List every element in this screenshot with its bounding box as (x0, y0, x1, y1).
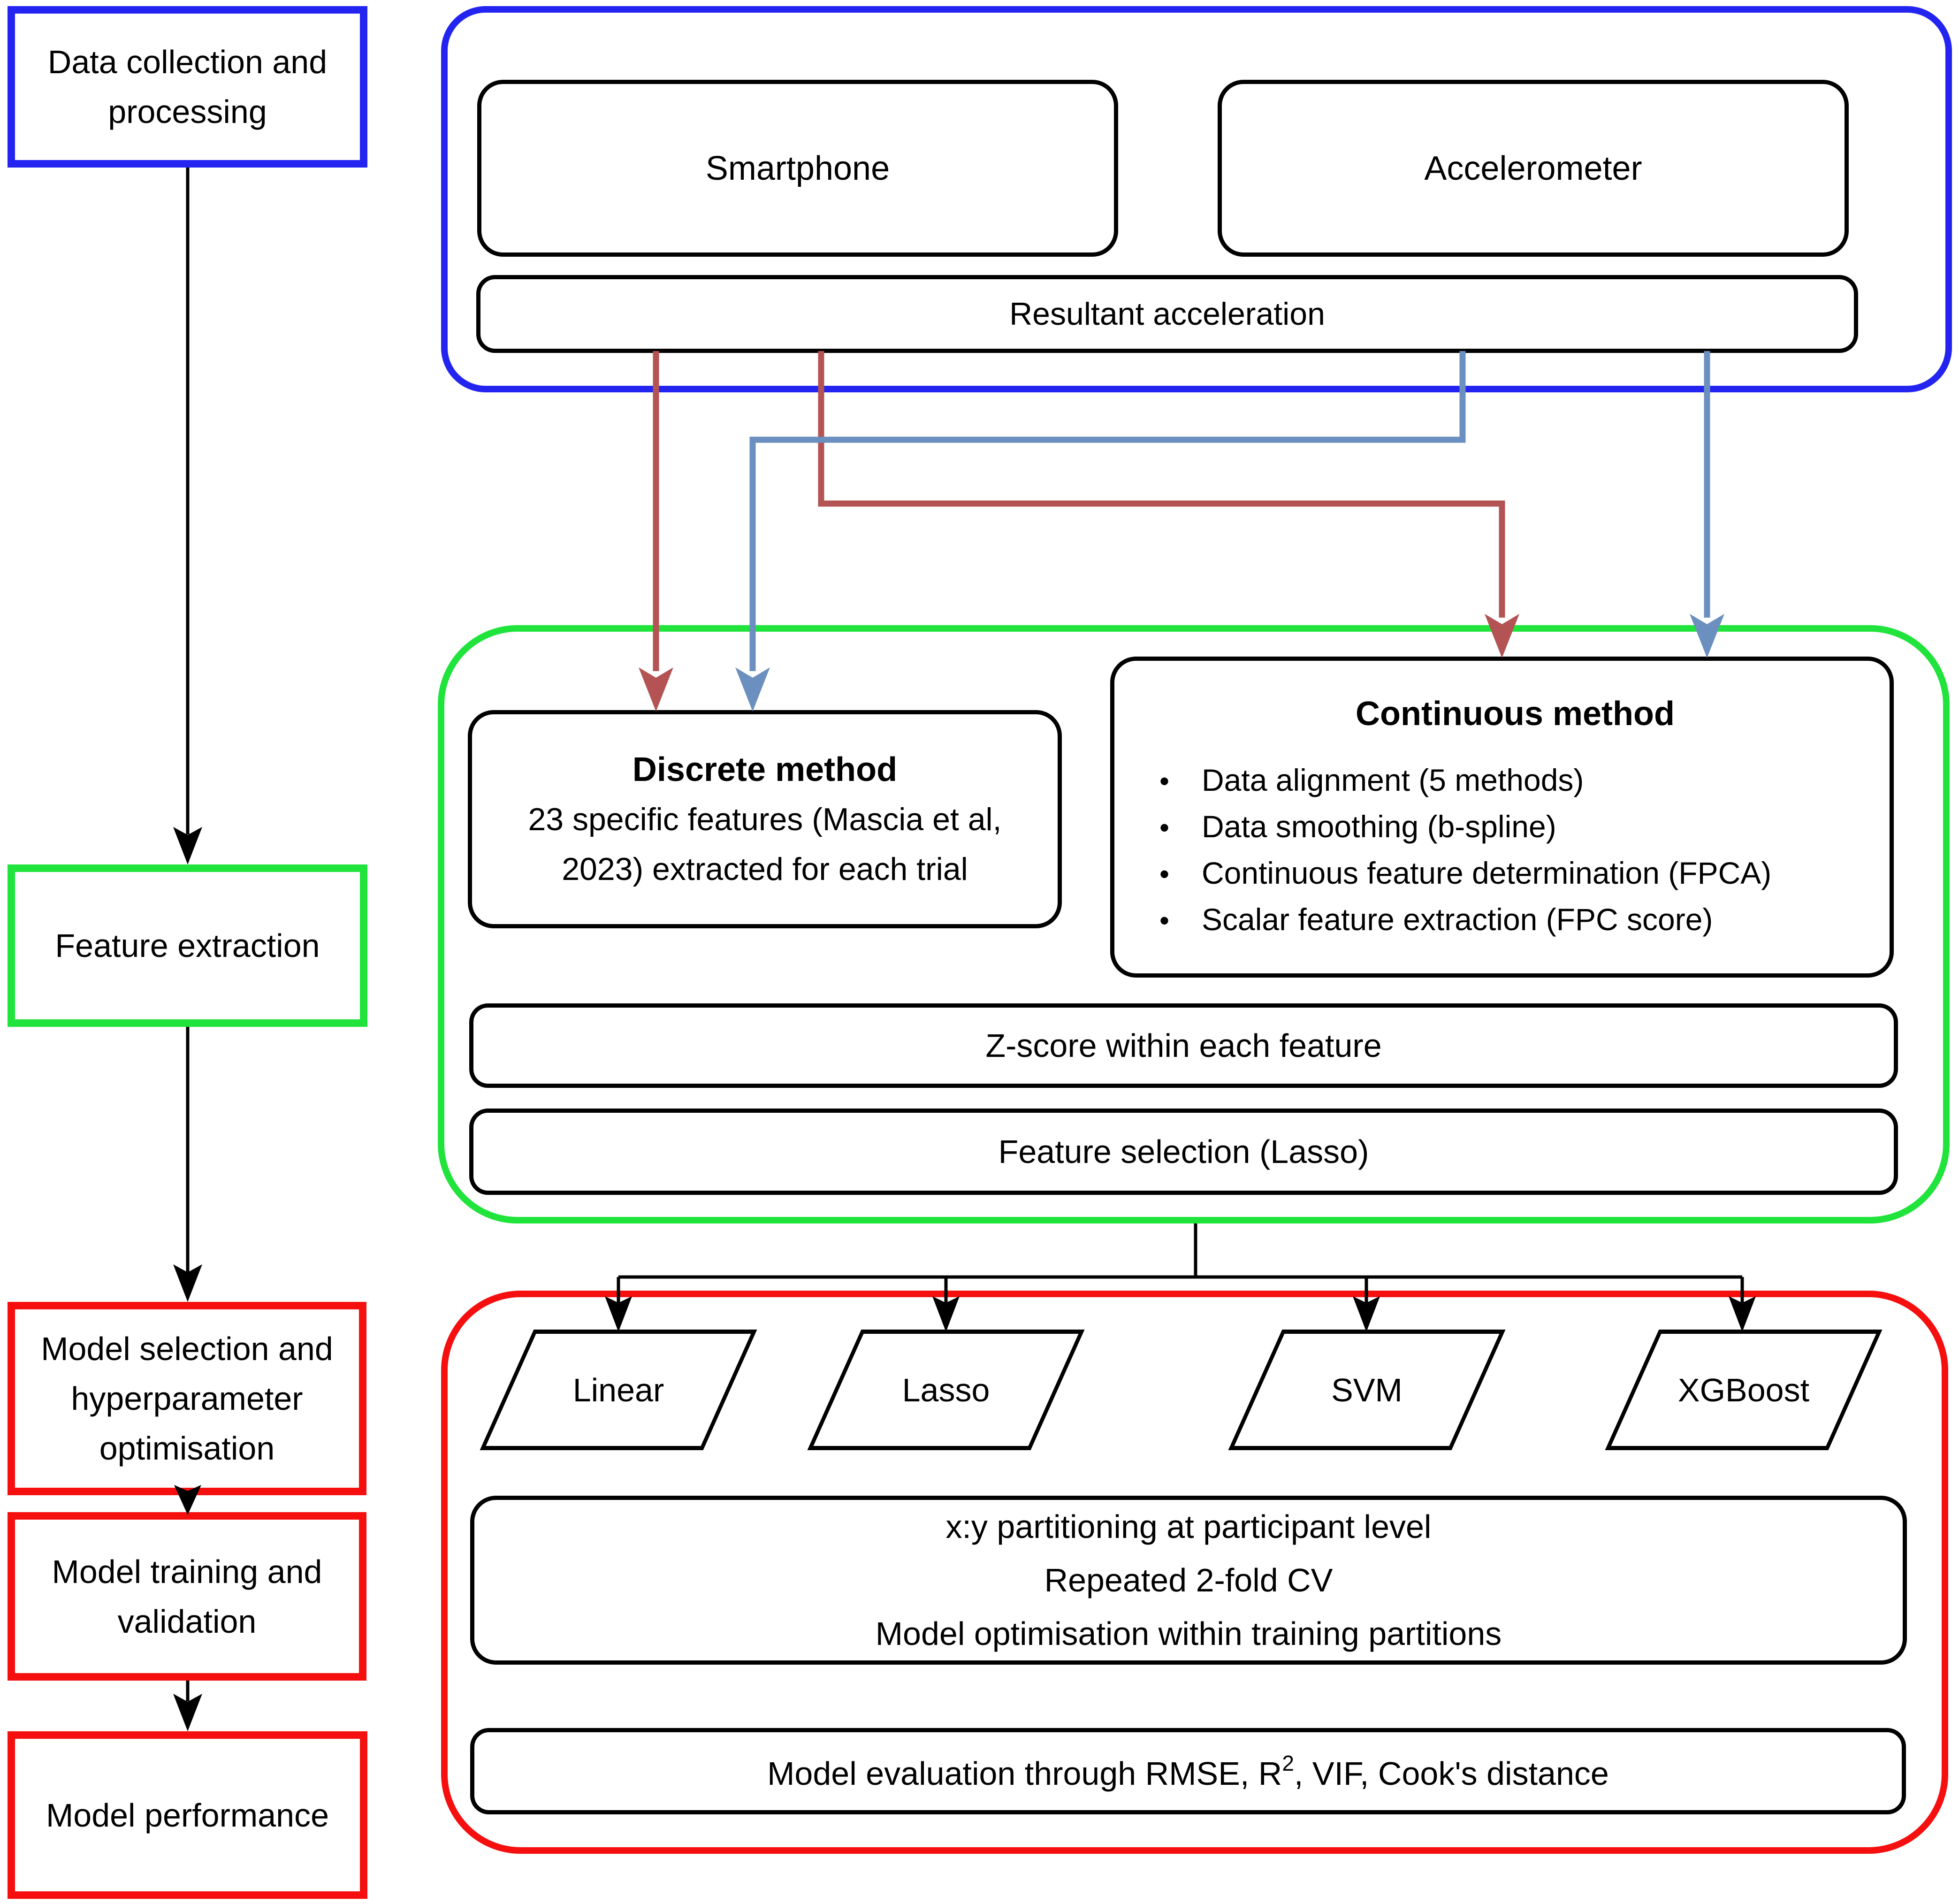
evaluation-text-before: Model evaluation through RMSE, R (767, 1755, 1282, 1792)
stage-model-performance: Model performance (8, 1731, 367, 1899)
smartphone-signal-lines (653, 351, 1505, 671)
node-accelerometer: Accelerometer (1218, 80, 1849, 257)
container-feature-extraction (438, 625, 1950, 1223)
discrete-method-title: Discrete method (632, 750, 898, 788)
node-continuous-method: Continuous method • Data alignment (5 me… (1110, 657, 1894, 978)
continuous-method-title: Continuous method (1356, 695, 1675, 733)
model-parallelogram-svm: SVM (1228, 1330, 1506, 1450)
bullet-dot-icon: • (1159, 812, 1170, 843)
node-partitioning: x:y partitioning at participant level Re… (470, 1496, 1907, 1665)
stage-model-selection: Model selection and hyperparameter optim… (8, 1302, 366, 1495)
model-parallelogram-lasso: Lasso (807, 1330, 1085, 1450)
stage-feature-extraction-label: Feature extraction (55, 927, 320, 964)
node-resultant-acceleration: Resultant acceleration (476, 275, 1858, 353)
model-parallelogram-xgboost: XGBoost (1605, 1330, 1883, 1450)
continuous-bullet-1-label: Data alignment (5 methods) (1202, 763, 1584, 797)
model-linear-label: Linear (572, 1371, 664, 1408)
node-resultant-acceleration-label: Resultant acceleration (1009, 296, 1325, 332)
node-zscore: Z-score within each feature (469, 1003, 1898, 1088)
continuous-bullet-3: • Continuous feature determination (FPCA… (1159, 850, 1871, 897)
stage-model-selection-label: Model selection and hyperparameter optim… (41, 1331, 333, 1467)
bullet-dot-icon: • (1159, 858, 1170, 890)
stage-model-performance-label: Model performance (46, 1797, 329, 1834)
stage-data-collection: Data collection and processing (8, 6, 367, 168)
node-smartphone: Smartphone (477, 80, 1118, 257)
node-feature-selection-label: Feature selection (Lasso) (998, 1133, 1369, 1170)
stage-feature-extraction: Feature extraction (8, 864, 367, 1027)
node-discrete-method: Discrete method 23 specific features (Ma… (468, 710, 1062, 928)
model-xgboost-label: XGBoost (1677, 1371, 1810, 1408)
node-partitioning-label: x:y partitioning at participant level Re… (875, 1508, 1502, 1652)
evaluation-text-after: , VIF, Cook's distance (1294, 1755, 1609, 1792)
arrowhead-to-model-selection (173, 1264, 202, 1302)
accelerometer-signal-lines (749, 351, 1710, 671)
model-lasso-label: Lasso (902, 1371, 990, 1408)
node-smartphone-label: Smartphone (705, 149, 890, 187)
model-parallelogram-linear: Linear (480, 1330, 757, 1450)
node-evaluation-label: Model evaluation through RMSE, R2, VIF, … (767, 1751, 1609, 1792)
continuous-bullet-4-label: Scalar feature extraction (FPC score) (1202, 902, 1713, 937)
arrowhead-to-model-performance (173, 1694, 202, 1731)
continuous-bullet-2-label: Data smoothing (b-spline) (1202, 809, 1556, 844)
continuous-bullet-4: • Scalar feature extraction (FPC score) (1159, 897, 1871, 943)
blue-arrow-to-discrete-line (749, 351, 1466, 671)
bullet-dot-icon: • (1159, 765, 1170, 797)
stage-model-training-label: Model training and validation (52, 1553, 322, 1640)
continuous-bullet-3-label: Continuous feature determination (FPCA) (1202, 856, 1772, 890)
stage-data-collection-label: Data collection and processing (47, 44, 328, 130)
node-evaluation: Model evaluation through RMSE, R2, VIF, … (470, 1728, 1906, 1814)
container-modelling (441, 1291, 1948, 1854)
arrowhead-to-feature-extraction (173, 827, 202, 864)
bullet-dot-icon: • (1159, 905, 1170, 936)
continuous-bullet-1: • Data alignment (5 methods) (1159, 757, 1871, 804)
evaluation-superscript: 2 (1282, 1751, 1294, 1775)
model-svm-label: SVM (1331, 1371, 1403, 1408)
continuous-bullet-2: • Data smoothing (b-spline) (1159, 804, 1871, 850)
node-feature-selection: Feature selection (Lasso) (469, 1109, 1898, 1195)
node-accelerometer-label: Accelerometer (1424, 149, 1642, 187)
node-zscore-label: Z-score within each feature (985, 1027, 1382, 1064)
discrete-method-description: 23 specific features (Mascia et al, 2023… (528, 801, 1002, 887)
stage-model-training: Model training and validation (8, 1512, 366, 1681)
